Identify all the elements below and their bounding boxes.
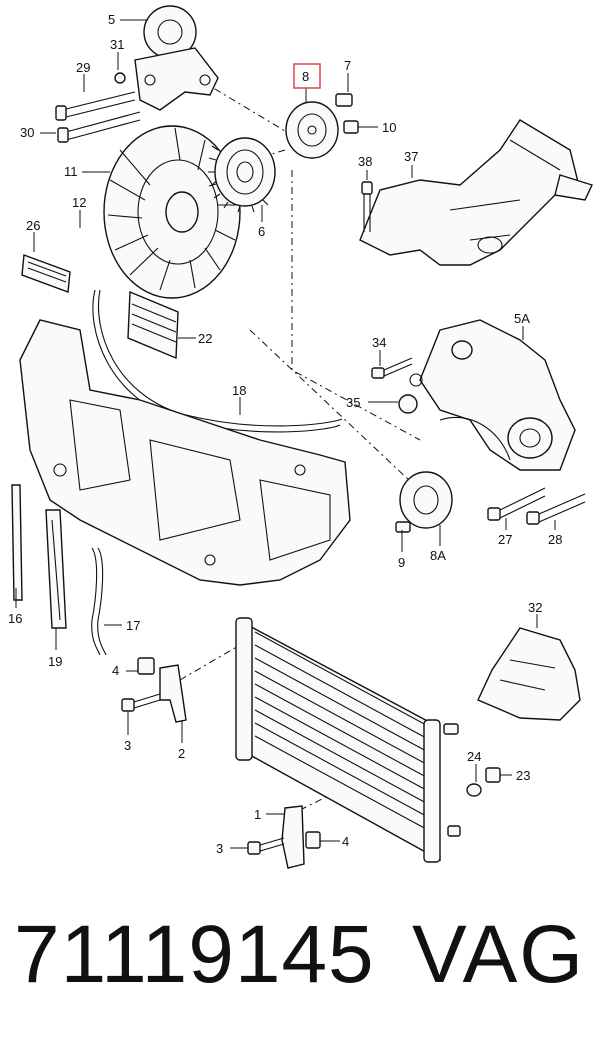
callout-8: 8 — [302, 69, 309, 84]
strip-19 — [45, 509, 67, 629]
brand-name: VAG — [412, 909, 586, 1000]
washer-24-nut-23 — [466, 767, 501, 797]
callout-26: 26 — [26, 218, 40, 233]
callout-32: 32 — [528, 600, 542, 615]
callout-38: 38 — [358, 154, 372, 169]
bolt-38 — [361, 181, 373, 232]
callout-8-highlight-box — [293, 63, 321, 89]
callout-labels: 5 31 29 30 11 12 26 22 6 8 7 10 38 37 5A… — [8, 12, 562, 856]
part-5-bracket — [134, 5, 219, 111]
callout-6: 6 — [258, 224, 265, 239]
callout-37: 37 — [404, 149, 418, 164]
callout-10: 10 — [382, 120, 396, 135]
callout-12: 12 — [72, 195, 86, 210]
callout-8A: 8A — [430, 548, 446, 563]
callout-28: 28 — [548, 532, 562, 547]
callout-29: 29 — [76, 60, 90, 75]
part-22-grille — [127, 290, 179, 360]
callout-3-upper: 3 — [124, 738, 131, 753]
callout-17: 17 — [126, 618, 140, 633]
part-number: 71119145 — [14, 909, 375, 1000]
bolt-34 — [371, 357, 413, 379]
callout-7: 7 — [344, 58, 351, 73]
clip-4-upper — [137, 657, 155, 675]
callout-1: 1 — [254, 807, 261, 822]
bolts-29-30 — [55, 72, 141, 143]
callout-34: 34 — [372, 335, 386, 350]
callout-30: 30 — [20, 125, 34, 140]
callout-18: 18 — [232, 383, 246, 398]
part-6-coupling — [208, 137, 276, 213]
callout-22: 22 — [198, 331, 212, 346]
callout-24: 24 — [467, 749, 481, 764]
callout-19: 19 — [48, 654, 62, 669]
callout-9: 9 — [398, 555, 405, 570]
callout-11: 11 — [64, 164, 78, 179]
exploded-parts-diagram: 5 31 29 30 11 12 26 22 6 8 7 10 38 37 5A… — [8, 5, 593, 869]
bolt-3-lower — [247, 837, 285, 855]
callout-4-lower: 4 — [342, 834, 349, 849]
strip-17 — [91, 547, 107, 656]
bracket-2 — [159, 664, 187, 723]
footer: 71119145 VAG — [0, 905, 600, 1015]
part-8A-pulley — [395, 471, 453, 533]
callout-35: 35 — [346, 395, 360, 410]
bracket-1 — [281, 805, 305, 869]
callout-31: 31 — [110, 37, 124, 52]
part-8-pulley — [285, 101, 339, 159]
callout-2: 2 — [178, 746, 185, 761]
radiator — [235, 617, 461, 863]
bolts-7-10 — [335, 93, 359, 134]
callout-23: 23 — [516, 768, 530, 783]
part-11-fan — [103, 125, 241, 299]
part-32-air-guide — [477, 627, 581, 721]
part-37-cover — [359, 119, 593, 266]
strip-16 — [11, 484, 23, 601]
leader-lines — [15, 19, 556, 849]
callout-5: 5 — [108, 12, 115, 27]
clip-4-lower — [305, 831, 321, 849]
part-5A-bracket — [409, 319, 576, 471]
callout-16: 16 — [8, 611, 22, 626]
callout-27: 27 — [498, 532, 512, 547]
front-carrier-panel — [19, 319, 351, 586]
plug-35 — [398, 394, 418, 414]
callout-5A: 5A — [514, 311, 530, 326]
callout-4-upper: 4 — [112, 663, 119, 678]
bolt-3-upper — [121, 693, 161, 712]
part-26-seal — [21, 254, 71, 293]
callout-3-lower: 3 — [216, 841, 223, 856]
bolts-27-28 — [487, 487, 586, 525]
